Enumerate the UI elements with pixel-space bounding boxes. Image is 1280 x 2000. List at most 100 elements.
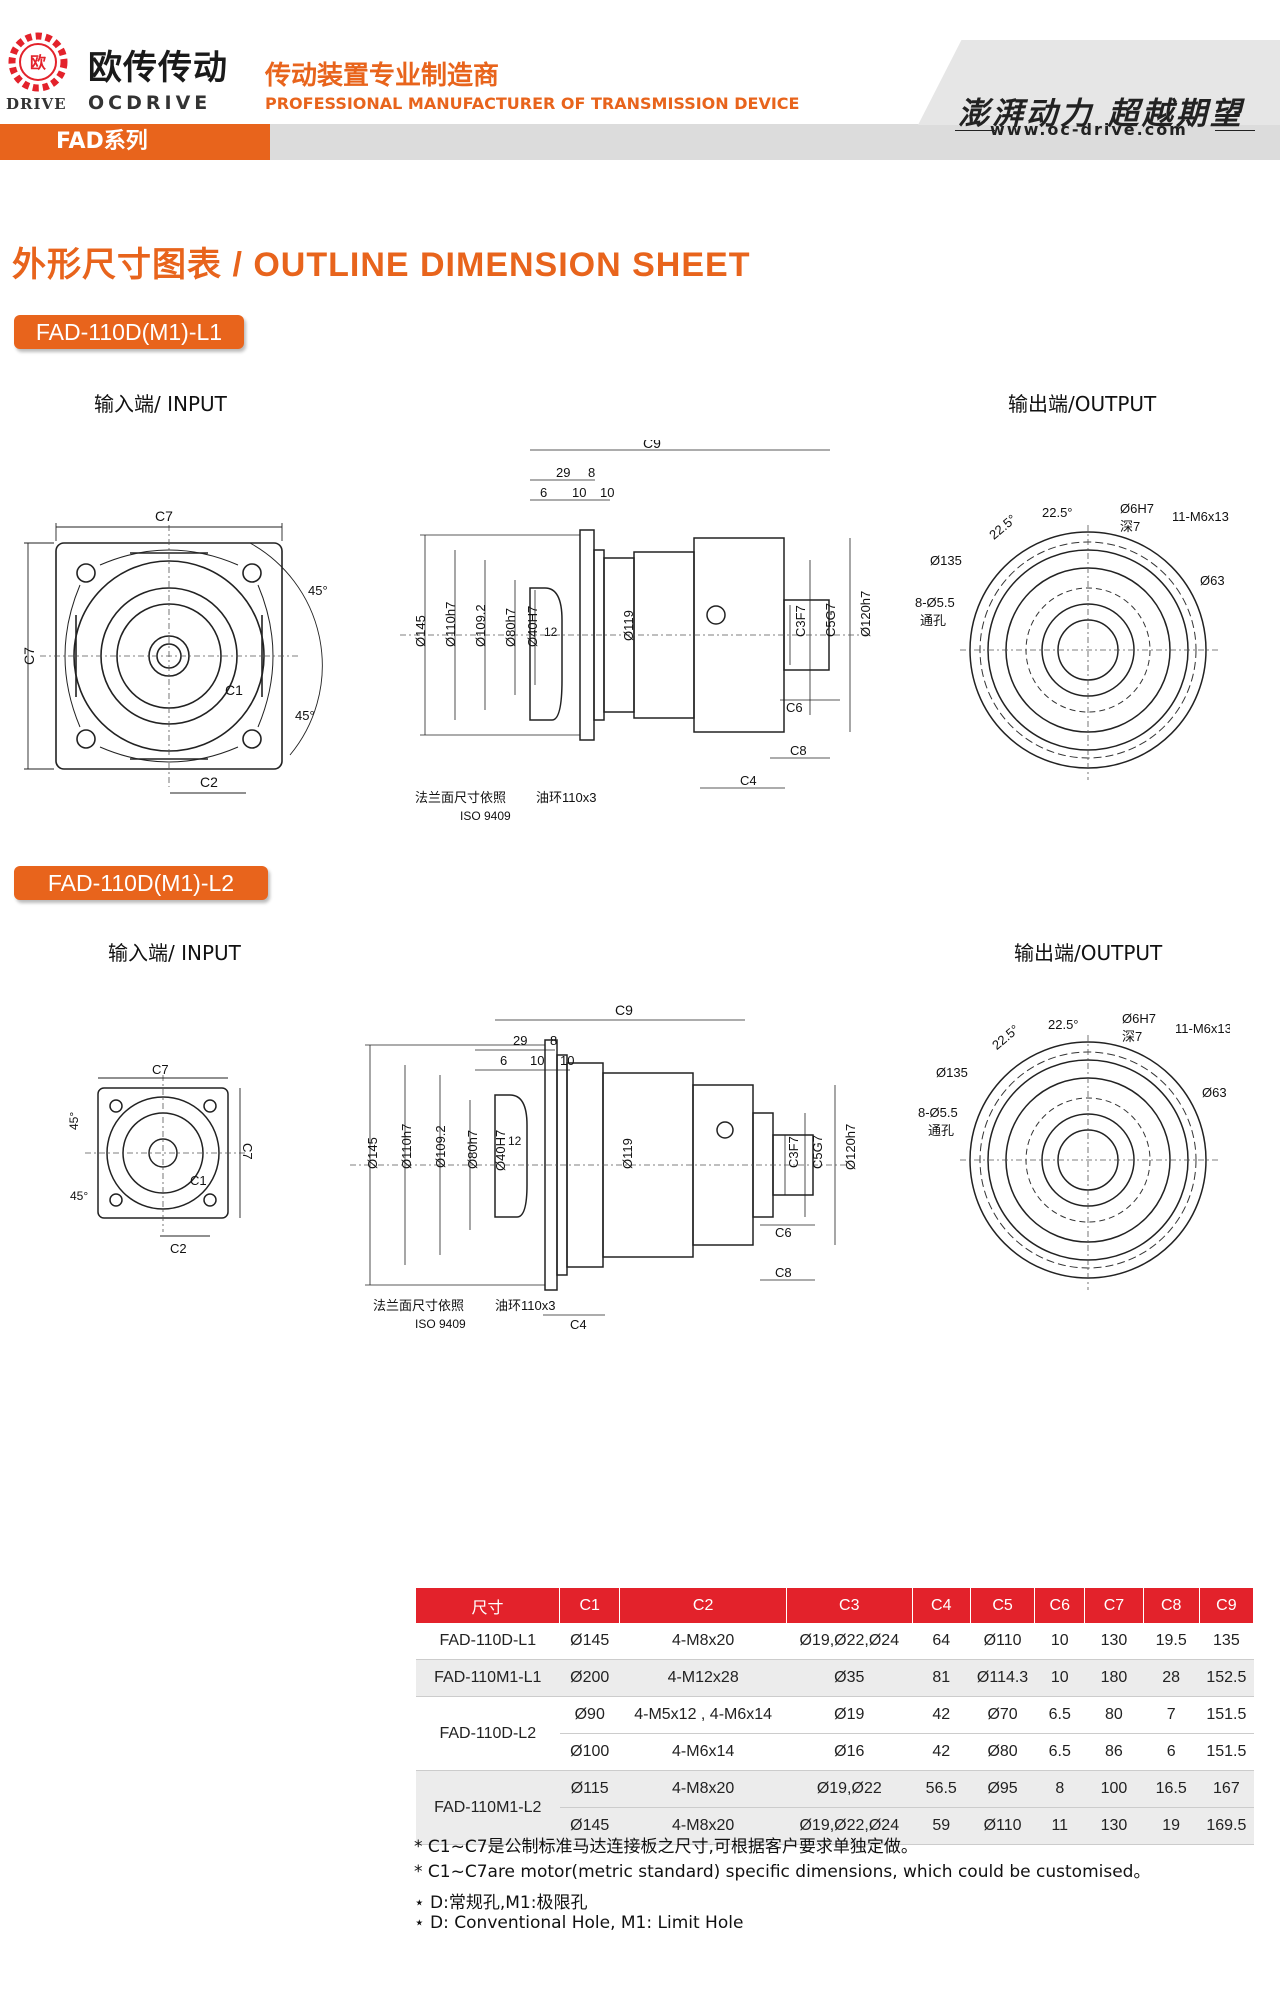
dim-c3-l2: C3F7	[786, 1136, 801, 1168]
dim-40-l2: Ø40H7	[493, 1130, 508, 1171]
table-cell: Ø95	[970, 1770, 1035, 1808]
dim-c8-l2: C8	[775, 1265, 792, 1280]
dim-110: Ø110h7	[443, 602, 458, 647]
dim-120: Ø120h7	[858, 591, 873, 637]
dim-10b-l2: 10	[560, 1053, 574, 1068]
table-cell: 151.5	[1199, 1733, 1254, 1771]
header-slogan-panel	[918, 40, 1280, 125]
table-cell: 4-M8x20	[619, 1623, 787, 1660]
note-en-2: ⋆ D: Conventional Hole, M1: Limit Hole	[414, 1913, 744, 1933]
dim-120-l2: Ø120h7	[843, 1124, 858, 1170]
table-cell-model: FAD-110D-L1	[416, 1623, 560, 1660]
table-cell: 135	[1199, 1623, 1254, 1660]
table-cell: 4-M8x20	[619, 1807, 787, 1845]
model-pill-l1: FAD-110D(M1)-L1	[14, 315, 244, 349]
dim-8-l2: 8	[550, 1033, 557, 1048]
svg-text:欧: 欧	[30, 53, 46, 72]
table-cell: 11	[1034, 1807, 1085, 1845]
flange-note: 法兰面尺寸依照	[415, 790, 506, 805]
table-row: FAD-110D-L2 Ø90 4-M5x12 , 4-M6x14 Ø19 42…	[416, 1696, 1254, 1771]
dim-119: Ø119	[621, 610, 636, 641]
site-rule-right	[1215, 130, 1255, 131]
dim-m6: 11-M6x13.5	[1172, 509, 1230, 524]
table-header-cell: C3	[786, 1588, 913, 1623]
table-cell: Ø145	[559, 1807, 620, 1845]
table-cell: 64	[912, 1623, 971, 1660]
dim-29: 29	[556, 465, 570, 480]
dim-c6: C6	[786, 700, 803, 715]
dim-110-l2: Ø110h7	[399, 1124, 414, 1169]
dim-135: Ø135	[930, 553, 962, 568]
website-url[interactable]: www.oc-drive.com	[990, 120, 1188, 139]
dim-80-l2: Ø80h7	[465, 1130, 480, 1169]
table-cell: Ø16	[786, 1733, 913, 1771]
table-cell: 4-M12x28	[619, 1659, 787, 1697]
table-cell: 4-M5x12 , 4-M6x14	[619, 1696, 787, 1734]
company-logo: 欧	[8, 32, 68, 92]
note-cn-1: * C1~C7是公制标准马达连接板之尺寸,可根据客户要求单独定做。	[414, 1837, 918, 1857]
table-header-cell: C2	[619, 1588, 787, 1623]
dim-145: Ø145	[413, 615, 428, 647]
dim-6-l2: 6	[500, 1053, 507, 1068]
table-cell: 7	[1143, 1696, 1200, 1734]
dim-c7-top-l2: C7	[152, 1062, 169, 1077]
table-cell: 80	[1084, 1696, 1144, 1734]
note-en-1: * C1~C7are motor(metric standard) specif…	[414, 1862, 1151, 1882]
table-cell: Ø110	[970, 1807, 1035, 1845]
table-cell: 8	[1034, 1770, 1085, 1808]
table-cell: 81	[912, 1659, 971, 1697]
dim-6: 6	[540, 485, 547, 500]
dim-45-l2b: 45°	[70, 1189, 88, 1203]
table-cell: 16.5	[1143, 1770, 1200, 1808]
dim-c9: C9	[643, 440, 661, 451]
table-cell: Ø114.3	[970, 1659, 1035, 1697]
dim-c2-l2: C2	[170, 1241, 187, 1256]
dim-45-upper: 45°	[308, 583, 328, 598]
dim-6h7: Ø6H7	[1120, 501, 1154, 516]
table-cell: 56.5	[912, 1770, 971, 1808]
table-cell: 130	[1084, 1807, 1144, 1845]
iso-note: ISO 9409	[460, 809, 511, 823]
dim-c7-top: C7	[155, 508, 173, 524]
table-cell: 59	[912, 1807, 971, 1845]
table-cell: 151.5	[1199, 1696, 1254, 1734]
brand-name-en-left: DRIVE	[6, 95, 67, 113]
dim-29-l2: 29	[513, 1033, 527, 1048]
table-cell-model: FAD-110D-L2	[416, 1696, 560, 1771]
flange-note-l2: 法兰面尺寸依照	[373, 1298, 464, 1313]
table-cell: Ø19,Ø22	[786, 1770, 913, 1808]
dim-through: 通孔	[920, 613, 946, 628]
table-cell: Ø70	[970, 1696, 1035, 1734]
dim-c2: C2	[200, 774, 218, 790]
iso-note-l2: ISO 9409	[415, 1317, 466, 1331]
dim-109: Ø109.2	[473, 604, 488, 647]
dim-12-l2: 12	[508, 1134, 522, 1148]
side-view-drawing-l2: C9 29 8 6 10 10 Ø145 Ø110h7 Ø109.2 Ø80h7…	[350, 1002, 858, 1332]
dim-145-l2: Ø145	[365, 1137, 380, 1169]
dim-8: 8	[588, 465, 595, 480]
table-cell: Ø19	[786, 1696, 913, 1734]
table-cell: Ø19,Ø22,Ø24	[786, 1623, 913, 1660]
table-cell: 100	[1084, 1770, 1144, 1808]
dim-225b: 22.5°	[1042, 505, 1073, 520]
tagline-en: PROFESSIONAL MANUFACTURER OF TRANSMISSIO…	[265, 94, 800, 113]
dim-m6-l2: 11-M6x13.5	[1175, 1021, 1230, 1036]
dim-10a-l2: 10	[530, 1053, 544, 1068]
table-cell: 180	[1084, 1659, 1144, 1697]
dim-c4: C4	[740, 773, 757, 788]
model-pill-l2: FAD-110D(M1)-L2	[14, 866, 268, 900]
brand-name-en-right: OCDRIVE	[88, 92, 212, 114]
table-header-row: 尺寸 C1 C2 C3 C4 C5 C6 C7 C8 C9	[416, 1588, 1255, 1623]
dim-80: Ø80h7	[503, 608, 518, 647]
output-label-l2: 输出端/OUTPUT	[1014, 941, 1163, 965]
dim-c3: C3F7	[793, 605, 808, 637]
series-tab[interactable]: FAD系列	[0, 124, 270, 160]
table-cell: 6.5	[1034, 1733, 1085, 1771]
dim-10a: 10	[572, 485, 586, 500]
table-cell: 130	[1084, 1623, 1144, 1660]
table-cell: Ø110	[970, 1623, 1035, 1660]
dim-c1-l2: C1	[190, 1173, 207, 1188]
table-cell: 6	[1143, 1733, 1200, 1771]
input-view-drawing-l2: C7 C7 C2 C1 45° 45°	[67, 1062, 255, 1256]
table-cell: Ø145	[559, 1623, 620, 1660]
